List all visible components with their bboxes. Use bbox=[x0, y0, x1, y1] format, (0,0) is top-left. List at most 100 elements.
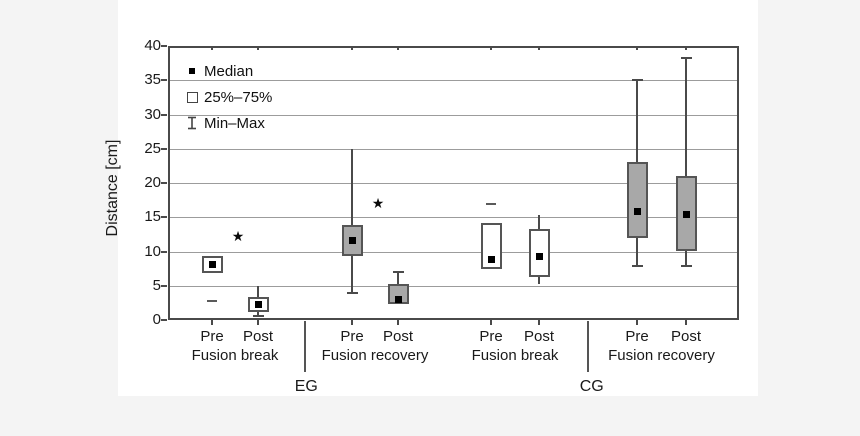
y-tick-label: 25 bbox=[144, 139, 161, 157]
x-tick-mark bbox=[211, 320, 213, 325]
legend-label-median: Median bbox=[204, 62, 254, 80]
condition-label: Fusion recovery bbox=[608, 347, 715, 364]
y-tick-label: 5 bbox=[152, 276, 161, 294]
gridline-25 bbox=[168, 149, 739, 150]
condition-label: Fusion break bbox=[471, 347, 559, 364]
y-tick-label: 20 bbox=[144, 174, 161, 191]
gridline-20 bbox=[168, 183, 739, 184]
whisker-eg-fusion-recovery-pre bbox=[351, 149, 353, 225]
whisker-cap-cg-fusion-recovery-pre bbox=[631, 79, 643, 82]
x-label-cg-fusion-recovery-pre: Pre bbox=[625, 328, 649, 345]
quartile-box-icon bbox=[184, 91, 200, 103]
whisker-cg-fusion-recovery-pre bbox=[636, 80, 638, 163]
y-tick-label: 35 bbox=[144, 71, 161, 89]
y-tick-label: 0 bbox=[152, 311, 161, 328]
x-label-cg-fusion-recovery-post: Post bbox=[670, 328, 701, 345]
y-tick-label: 40 bbox=[144, 37, 161, 54]
median-marker-eg-fusion-break-post bbox=[254, 301, 262, 309]
x-tick-mark-top bbox=[490, 46, 492, 50]
x-tick-mark-top bbox=[636, 46, 638, 50]
y-tick-mark bbox=[161, 79, 167, 82]
whisker-cg-fusion-recovery-pre bbox=[636, 237, 638, 266]
whisker-cg-fusion-break-post bbox=[538, 214, 540, 229]
group-label-cg: CG bbox=[579, 378, 604, 395]
gridline-35 bbox=[168, 80, 739, 81]
box-plot-cg-fusion-recovery-pre bbox=[626, 162, 648, 238]
x-tick-mark-top bbox=[257, 46, 259, 50]
whisker-cg-fusion-break-post bbox=[538, 276, 540, 285]
box-plot-eg-fusion-recovery-post bbox=[387, 283, 409, 305]
x-tick-mark-top bbox=[211, 46, 213, 50]
whisker-cap-eg-fusion-recovery-post bbox=[392, 271, 404, 274]
median-square-icon bbox=[184, 68, 200, 74]
minmax-whisker-icon bbox=[184, 116, 200, 130]
whisker-cap-eg-fusion-recovery-pre bbox=[346, 291, 358, 294]
x-label-eg-fusion-recovery-pre: Pre bbox=[340, 328, 364, 345]
gridline-30 bbox=[168, 115, 739, 116]
box-plot-cg-fusion-break-pre bbox=[480, 222, 502, 270]
y-tick-label: 10 bbox=[144, 242, 161, 260]
legend-row-minmax: Min–Max bbox=[184, 110, 272, 136]
median-marker-cg-fusion-recovery-post bbox=[682, 211, 690, 218]
y-tick-mark bbox=[161, 147, 167, 150]
whisker-cg-fusion-recovery-post bbox=[685, 250, 687, 266]
median-marker-eg-fusion-recovery-post bbox=[394, 295, 402, 303]
whisker-cap-cg-fusion-recovery-post bbox=[680, 264, 692, 267]
y-tick-mark bbox=[161, 284, 167, 287]
y-tick-label: 15 bbox=[144, 208, 161, 226]
y-tick-mark bbox=[161, 216, 167, 219]
x-tick-mark-top bbox=[351, 46, 353, 50]
x-tick-mark bbox=[257, 320, 259, 325]
legend-row-quartiles: 25%–75% bbox=[184, 84, 272, 110]
x-tick-mark-top bbox=[538, 46, 540, 50]
whisker-eg-fusion-break-post bbox=[257, 311, 259, 316]
whisker-eg-fusion-break-post bbox=[257, 286, 259, 298]
x-tick-mark bbox=[397, 320, 399, 325]
x-label-cg-fusion-break-pre: Pre bbox=[479, 328, 503, 345]
x-tick-mark bbox=[351, 320, 353, 325]
whisker-cg-fusion-recovery-post bbox=[685, 58, 687, 177]
gridline-10 bbox=[168, 252, 739, 253]
x-tick-mark bbox=[685, 320, 687, 325]
y-tick-label: 30 bbox=[144, 105, 161, 123]
x-tick-mark-top bbox=[685, 46, 687, 50]
gridline-5 bbox=[168, 286, 739, 287]
y-tick-mark bbox=[161, 113, 167, 116]
condition-divider bbox=[587, 321, 589, 372]
minmax-dash-cg-fusion-break-pre bbox=[486, 203, 496, 206]
whisker-cap-cg-fusion-recovery-post bbox=[680, 57, 692, 60]
median-marker-cg-fusion-recovery-pre bbox=[633, 207, 641, 215]
y-axis-title: Distance [cm] bbox=[104, 139, 121, 237]
condition-label: Fusion break bbox=[191, 347, 279, 364]
whisker-eg-fusion-recovery-pre bbox=[351, 255, 353, 293]
legend: Median 25%–75% Min–Max bbox=[184, 58, 272, 136]
condition-label: Fusion recovery bbox=[321, 347, 429, 364]
condition-divider bbox=[304, 321, 306, 372]
significance-star-icon: ★ bbox=[371, 194, 385, 211]
y-tick-mark bbox=[161, 182, 167, 184]
x-tick-mark bbox=[538, 320, 540, 325]
x-label-cg-fusion-break-post: Post bbox=[523, 328, 554, 345]
x-tick-mark bbox=[490, 320, 492, 325]
x-label-eg-fusion-recovery-post: Post bbox=[382, 328, 413, 345]
y-tick-mark bbox=[161, 250, 167, 253]
y-tick-mark bbox=[161, 45, 167, 47]
whisker-cap-eg-fusion-break-post bbox=[252, 314, 264, 317]
whisker-eg-fusion-recovery-post bbox=[397, 272, 399, 284]
y-tick-mark bbox=[161, 319, 167, 321]
median-marker-eg-fusion-break-pre bbox=[208, 261, 216, 268]
x-tick-mark-top bbox=[397, 46, 399, 50]
x-label-eg-fusion-break-pre: Pre bbox=[200, 328, 224, 345]
minmax-dash-eg-fusion-break-pre bbox=[207, 299, 217, 302]
significance-star-icon: ★ bbox=[231, 227, 245, 244]
legend-label-quartiles: 25%–75% bbox=[204, 88, 273, 106]
median-marker-cg-fusion-break-post bbox=[535, 253, 543, 261]
x-tick-mark bbox=[636, 320, 638, 325]
median-marker-cg-fusion-break-pre bbox=[487, 256, 495, 264]
median-marker-eg-fusion-recovery-pre bbox=[348, 237, 356, 245]
box-plot-cg-fusion-break-post bbox=[528, 228, 550, 277]
legend-row-median: Median bbox=[184, 58, 272, 84]
chart-canvas bbox=[118, 0, 758, 396]
